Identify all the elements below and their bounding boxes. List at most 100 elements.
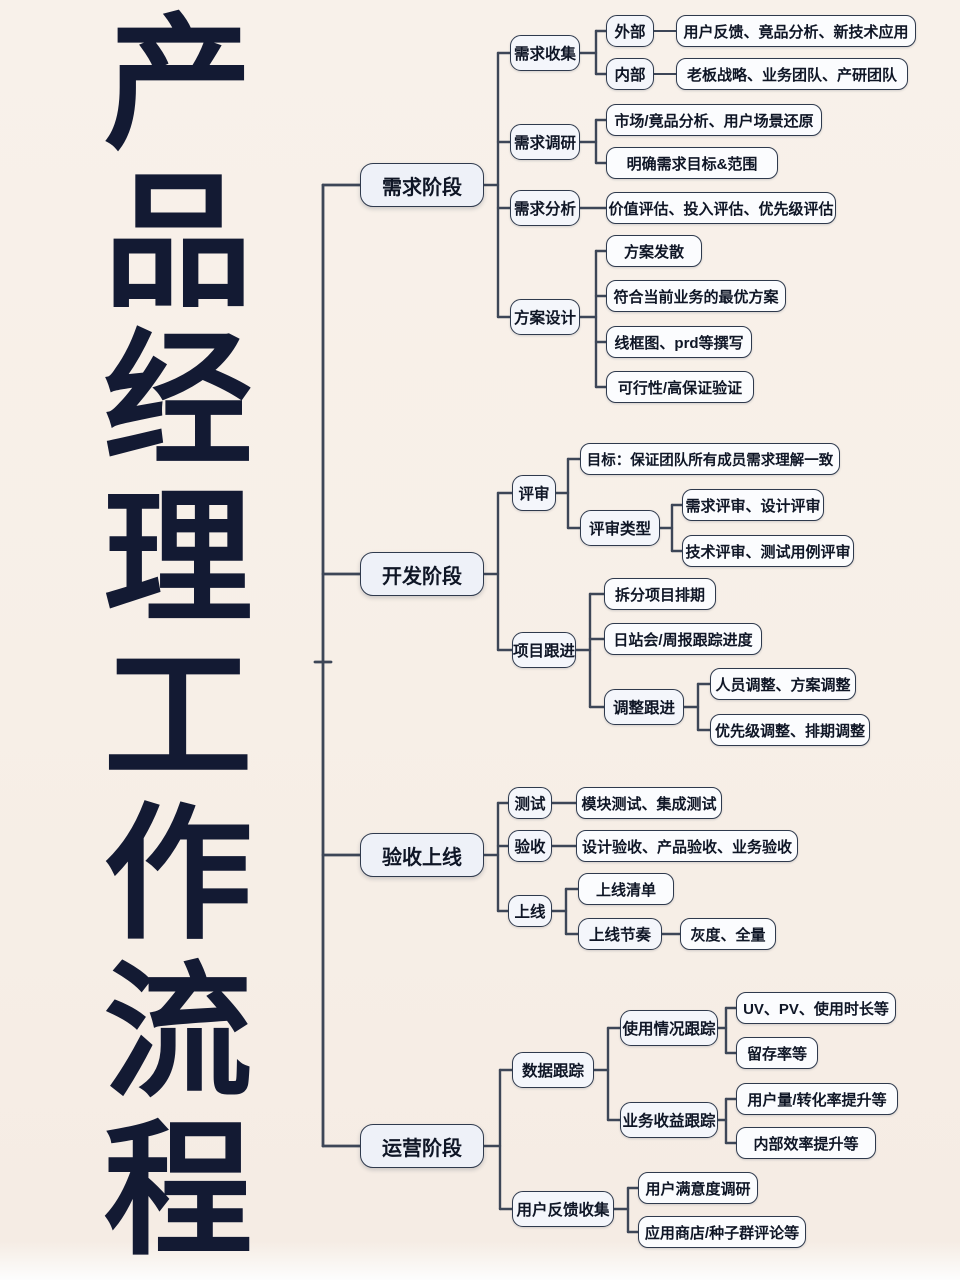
node-label: 用户满意度调研 [645, 1180, 751, 1198]
node-appstore-comments[interactable]: 应用商店/种子群评论等 [638, 1216, 806, 1248]
node-label: 用户量/转化率提升等 [747, 1091, 887, 1109]
title-char: 品 [103, 161, 253, 324]
node-business-metric-2[interactable]: 内部效率提升等 [736, 1127, 876, 1159]
node-adjustment-2[interactable]: 优先级调整、排期调整 [710, 714, 870, 746]
node-label: 目标：保证团队所有成员需求理解一致 [586, 452, 834, 469]
node-review-type-1[interactable]: 需求评审、设计评审 [682, 489, 824, 521]
node-label: 内部 [614, 67, 646, 84]
node-label: 技术评审、测试用例评审 [685, 543, 851, 561]
node-label: 内部效率提升等 [753, 1135, 859, 1153]
node-internal-detail[interactable]: 老板战略、业务团队、产研团队 [676, 58, 908, 90]
stage-node-development[interactable]: 开发阶段 [360, 552, 484, 596]
stage-label: 开发阶段 [382, 565, 462, 588]
node-label: 用户反馈收集 [516, 1202, 610, 1219]
node-evaluation-detail[interactable]: 价值评估、投入评估、优先级评估 [606, 192, 836, 224]
node-label: 人员调整、方案调整 [715, 676, 851, 694]
node-launch-cadence-detail[interactable]: 灰度、全量 [680, 918, 776, 950]
node-label: 评审类型 [589, 521, 652, 538]
node-satisfaction-survey[interactable]: 用户满意度调研 [638, 1172, 758, 1204]
node-solution-brainstorm[interactable]: 方案发散 [606, 235, 702, 267]
node-standup-weekly[interactable]: 日站会/周报跟踪进度 [604, 623, 762, 655]
node-external[interactable]: 外部 [606, 15, 654, 47]
stage-label: 验收上线 [382, 846, 462, 869]
node-review[interactable]: 评审 [512, 475, 556, 511]
node-label: 需求评审、设计评审 [685, 497, 821, 515]
node-acceptance[interactable]: 验收 [508, 830, 552, 862]
page-title: 产 品 经 理 工 作 流 程 [78, 6, 278, 1274]
stage-label: 需求阶段 [382, 176, 462, 199]
node-solution-design[interactable]: 方案设计 [510, 299, 580, 335]
node-label: 设计验收、产品验收、业务验收 [582, 838, 793, 856]
node-feasibility-validation[interactable]: 可行性/高保证验证 [606, 371, 754, 403]
node-internal[interactable]: 内部 [606, 58, 654, 90]
node-acceptance-detail[interactable]: 设计验收、产品验收、业务验收 [576, 830, 798, 862]
node-label: 可行性/高保证验证 [617, 379, 743, 397]
node-wireframe-prd[interactable]: 线框图、prd等撰写 [606, 326, 752, 358]
node-launch-checklist[interactable]: 上线清单 [578, 873, 674, 905]
node-label: 项目跟进 [513, 643, 576, 660]
node-label: 老板战略、业务团队、产研团队 [687, 66, 898, 84]
node-optimal-solution[interactable]: 符合当前业务的最优方案 [606, 280, 786, 312]
node-project-tracking[interactable]: 项目跟进 [512, 632, 576, 668]
node-review-type[interactable]: 评审类型 [580, 510, 660, 546]
node-label: 拆分项目排期 [615, 586, 706, 604]
node-label: 上线节奏 [588, 927, 651, 944]
node-label: 评审 [518, 486, 550, 503]
node-testing[interactable]: 测试 [508, 787, 552, 819]
node-label: 需求分析 [514, 201, 577, 218]
title-char: 作 [103, 793, 253, 956]
node-label: 留存率等 [747, 1045, 808, 1063]
node-requirement-research[interactable]: 需求调研 [510, 124, 580, 160]
node-business-metric-1[interactable]: 用户量/转化率提升等 [736, 1083, 898, 1115]
node-label: 上线清单 [595, 881, 656, 899]
node-usage-tracking[interactable]: 使用情况跟踪 [620, 1010, 718, 1046]
node-label: 上线 [514, 904, 546, 921]
node-review-type-2[interactable]: 技术评审、测试用例评审 [682, 535, 854, 567]
title-char: 经 [103, 319, 253, 482]
title-char: 程 [103, 1109, 253, 1272]
node-label: 符合当前业务的最优方案 [613, 288, 779, 306]
node-label: 灰度、全量 [690, 926, 766, 944]
node-usage-metric-1[interactable]: UV、PV、使用时长等 [736, 992, 896, 1024]
node-business-benefit-tracking[interactable]: 业务收益跟踪 [620, 1102, 718, 1138]
node-requirement-analysis[interactable]: 需求分析 [510, 190, 580, 226]
node-label: 业务收益跟踪 [622, 1113, 716, 1130]
node-label: 方案发散 [623, 243, 684, 261]
node-external-detail[interactable]: 用户反馈、竟品分析、新技术应用 [676, 15, 916, 47]
node-review-goal[interactable]: 目标：保证团队所有成员需求理解一致 [580, 443, 840, 475]
node-label: 应用商店/种子群评论等 [644, 1224, 800, 1242]
node-label: 方案设计 [514, 310, 577, 327]
node-label: 价值评估、投入评估、优先级评估 [608, 200, 834, 218]
stage-node-requirements[interactable]: 需求阶段 [360, 163, 484, 207]
node-label: 调整跟进 [613, 700, 676, 717]
node-launch-cadence[interactable]: 上线节奏 [578, 918, 662, 950]
node-launch[interactable]: 上线 [508, 895, 552, 927]
node-user-feedback-collection[interactable]: 用户反馈收集 [512, 1191, 614, 1227]
node-label: 市场/竟品分析、用户场景还原 [614, 112, 814, 130]
node-label: 线框图、prd等撰写 [614, 334, 744, 352]
node-label: 使用情况跟踪 [622, 1021, 716, 1038]
node-label: UV、PV、使用时长等 [743, 1000, 889, 1018]
node-requirement-scope[interactable]: 明确需求目标&范围 [606, 147, 778, 179]
node-label: 模块测试、集成测试 [581, 795, 717, 813]
stage-node-acceptance-launch[interactable]: 验收上线 [360, 833, 484, 877]
node-adjustment-tracking[interactable]: 调整跟进 [604, 689, 684, 725]
node-market-analysis[interactable]: 市场/竟品分析、用户场景还原 [606, 104, 822, 136]
stage-node-operations[interactable]: 运营阶段 [360, 1124, 484, 1168]
node-usage-metric-2[interactable]: 留存率等 [736, 1037, 818, 1069]
node-adjustment-1[interactable]: 人员调整、方案调整 [710, 668, 856, 700]
node-split-schedule[interactable]: 拆分项目排期 [604, 578, 716, 610]
node-data-tracking[interactable]: 数据跟踪 [512, 1052, 594, 1088]
node-label: 日站会/周报跟踪进度 [613, 631, 753, 649]
title-char: 流 [103, 951, 253, 1114]
node-label: 验收 [514, 839, 546, 856]
node-requirement-collection[interactable]: 需求收集 [510, 35, 580, 71]
node-label: 需求调研 [514, 135, 577, 152]
title-char: 工 [103, 635, 253, 798]
node-testing-detail[interactable]: 模块测试、集成测试 [576, 787, 722, 819]
node-label: 优先级调整、排期调整 [715, 722, 866, 740]
stage-label: 运营阶段 [382, 1137, 462, 1160]
node-label: 明确需求目标&范围 [626, 155, 758, 173]
node-label: 测试 [514, 796, 546, 813]
